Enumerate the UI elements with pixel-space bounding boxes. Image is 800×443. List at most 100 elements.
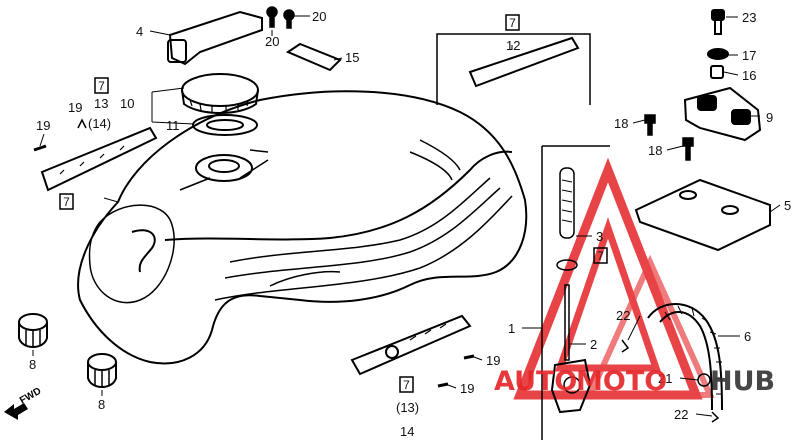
strip-12 <box>468 36 580 88</box>
callout-14a: (14) <box>88 116 111 131</box>
cushion-8a-top <box>18 313 48 331</box>
callout-3: 3 <box>596 229 603 244</box>
part-6-fuel-hose <box>647 303 723 411</box>
callout-2: 2 <box>590 337 597 352</box>
part-13-bottom-strip <box>350 314 472 376</box>
leader-22a <box>627 315 641 341</box>
clip-19b <box>33 144 47 152</box>
tank-stripe-2 <box>224 187 501 279</box>
knee-pad-emblem <box>88 204 175 304</box>
leader-18a <box>632 119 646 124</box>
part-19-clips-bottom <box>437 354 475 388</box>
boxed-7-top-center: 7 <box>505 14 520 31</box>
part-10-filler-cap <box>181 73 259 114</box>
leader-lines <box>32 15 781 417</box>
callout-9: 9 <box>766 110 773 125</box>
collar-16 <box>710 65 724 79</box>
callout-15: 15 <box>345 50 359 65</box>
watermark-triangle-offset <box>585 254 715 398</box>
leader-10-11 <box>151 87 195 125</box>
cushion-8b-top <box>87 353 117 371</box>
petcock-tube <box>564 284 570 361</box>
bolt-18a-head <box>644 114 656 124</box>
left-strip-marks <box>59 145 125 175</box>
tank-stripe-top-2 <box>409 151 453 181</box>
watermark-moto: MOTO <box>576 366 667 397</box>
bolt-18b-shank <box>685 145 691 161</box>
left-strip-body <box>40 126 158 192</box>
leader-7-tank <box>103 197 119 203</box>
callout-19c: 19 <box>486 353 500 368</box>
filler-neck-outer <box>195 154 253 182</box>
tank-outline <box>77 90 528 365</box>
clip-19d <box>437 382 449 388</box>
petcock-lever <box>563 376 581 394</box>
leader-5 <box>769 204 781 213</box>
petcock-frame <box>541 145 610 440</box>
oring-3 <box>556 259 578 271</box>
callout-8a: 8 <box>29 357 36 372</box>
part-15-decal <box>285 42 342 72</box>
gasket-outer <box>192 114 258 136</box>
clip-22a <box>621 339 630 353</box>
part-23-17-16-hardware <box>707 9 729 79</box>
leader-21 <box>679 377 699 381</box>
hose-ribs <box>664 305 722 395</box>
mount-9-block-b <box>731 109 751 125</box>
tank-stripe-1 <box>229 177 491 263</box>
bolt-20a-shank <box>269 16 275 28</box>
filter-screen-3 <box>559 167 575 239</box>
boxed-7-left-upper-text: 7 <box>98 79 105 93</box>
bottom-strip-marks <box>409 323 447 341</box>
leader-16 <box>723 71 739 76</box>
bolt-20b-shank <box>286 19 292 29</box>
cap-ridges <box>189 99 249 112</box>
callout-10: 10 <box>120 96 134 111</box>
clip-22b <box>711 411 720 423</box>
tank-stripe-top-1 <box>419 139 461 171</box>
bolt-18a-shank <box>647 122 653 136</box>
callout-11: 11 <box>166 118 180 133</box>
stud-23 <box>714 19 722 35</box>
boxed-7-petcock-text: 7 <box>597 249 604 263</box>
nut-23 <box>711 9 725 21</box>
callout-18b: 18 <box>648 143 662 158</box>
clip-19c <box>463 354 475 360</box>
part-4-bracket <box>167 10 263 66</box>
callout-14b: 14 <box>400 424 414 439</box>
part-8-cushions <box>18 313 117 388</box>
tank-seam-line <box>164 150 513 241</box>
boxed-7-top-center-text: 7 <box>509 16 516 30</box>
callout-19b: 19 <box>36 118 50 133</box>
plate-5 <box>634 178 771 252</box>
leader-19c <box>473 356 483 361</box>
leader-19b <box>39 133 45 147</box>
cap-top <box>181 73 259 107</box>
fwd-arrow-icon <box>4 403 28 420</box>
boxed-7-petcock: 7 <box>593 247 608 264</box>
cap-skirt <box>181 89 259 114</box>
fuel-tank <box>77 90 528 365</box>
part-13-left-strip <box>40 126 158 192</box>
bolt-18b-head <box>682 137 694 147</box>
leader-19d <box>447 384 457 389</box>
callout-22b: 22 <box>674 407 688 422</box>
plate-5-hole-b <box>721 205 739 215</box>
filler-neck-inner <box>208 159 240 173</box>
part-19-clips-left <box>33 118 87 152</box>
plate-5-hole-a <box>679 190 697 200</box>
part-11-gasket <box>192 114 258 136</box>
callout-21: 21 <box>658 371 672 386</box>
petcock-assembly <box>541 145 610 440</box>
fwd-indicator: FWD <box>4 386 43 420</box>
watermark-auto: AUTO <box>494 366 577 397</box>
callout-6: 6 <box>744 329 751 344</box>
bracket-clip <box>167 39 187 63</box>
boxed-7-bottom-text: 7 <box>403 378 410 392</box>
part-20-bolts <box>266 6 295 29</box>
callout-18a: 18 <box>614 116 628 131</box>
petcock-body-1 <box>550 358 592 414</box>
callout-16: 16 <box>742 68 756 83</box>
